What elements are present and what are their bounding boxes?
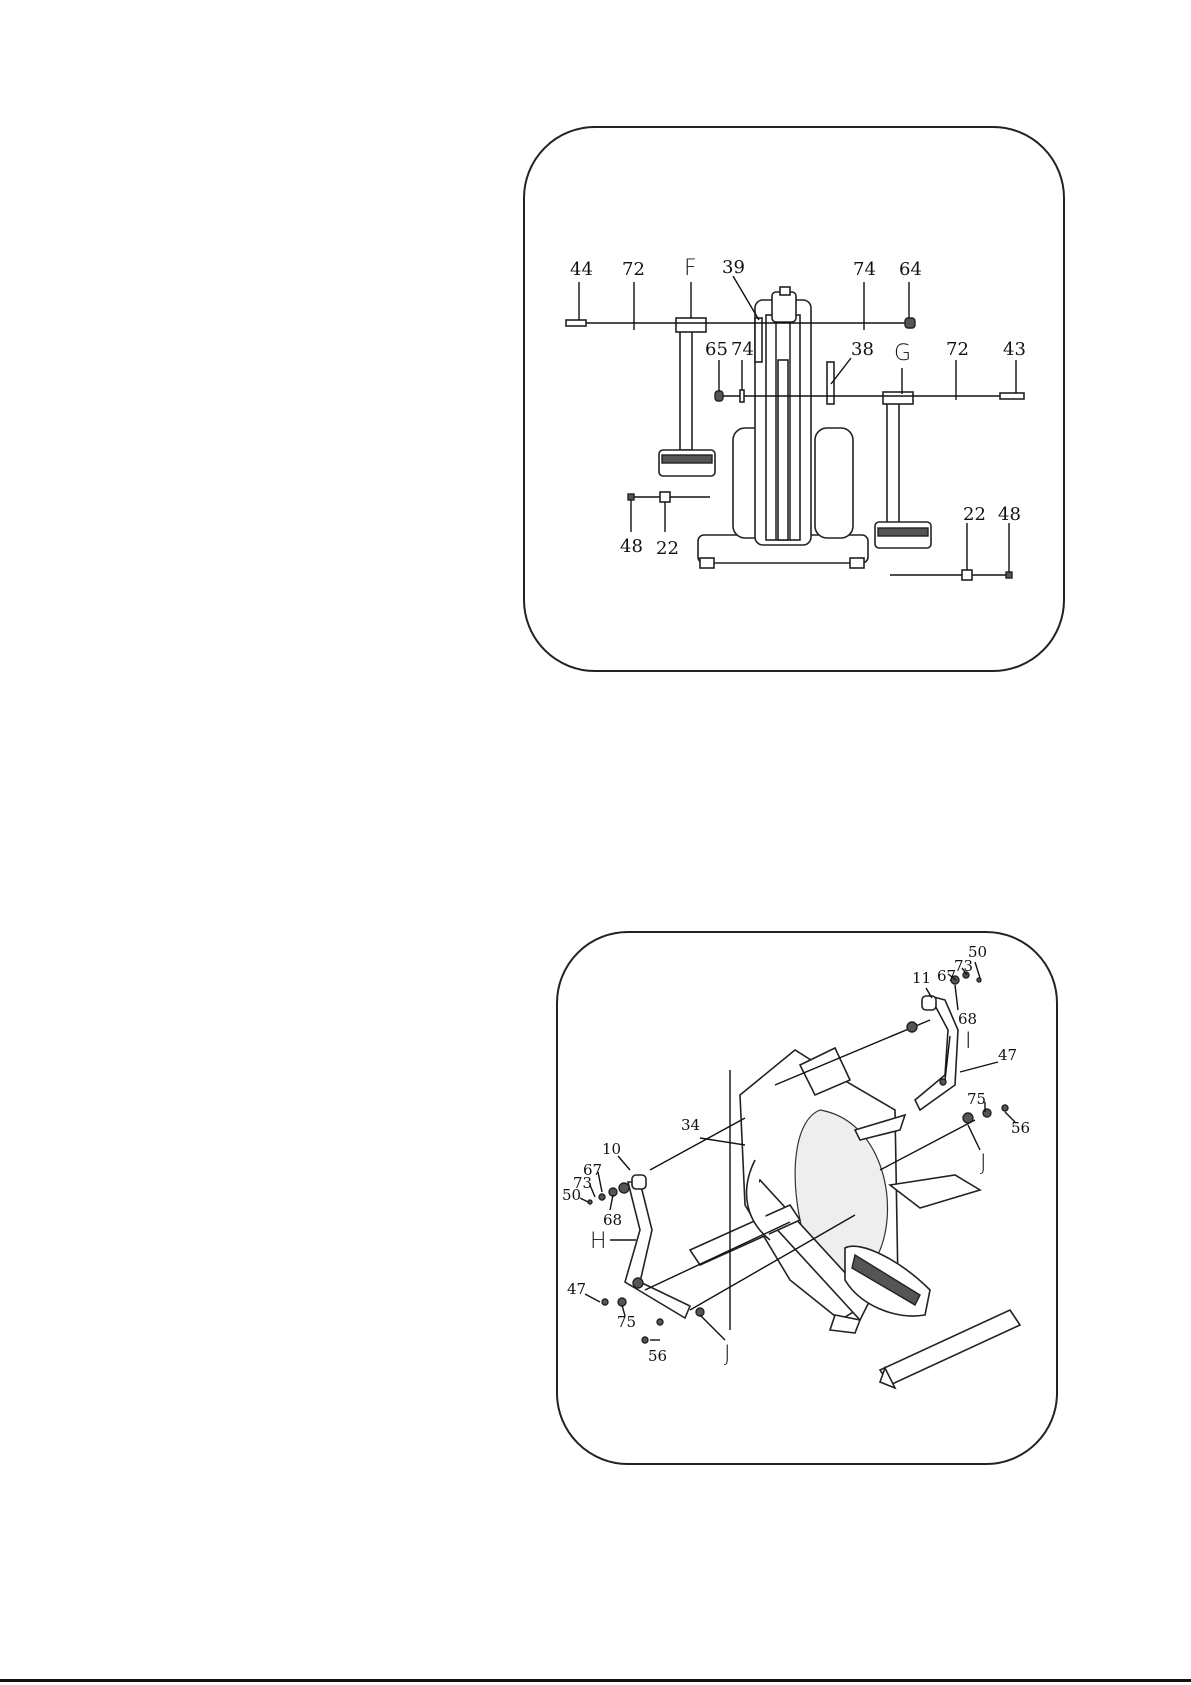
label-67-right: 67 (937, 967, 956, 985)
label-J-right: J (980, 1151, 987, 1176)
label-11: 11 (912, 969, 931, 987)
label-I: I (965, 1029, 972, 1054)
label-56-right: 56 (1011, 1119, 1030, 1137)
label-47-left: 47 (567, 1280, 586, 1298)
label-75-right: 75 (967, 1090, 986, 1108)
pivot-11 (922, 996, 936, 1010)
label-68-right: 68 (958, 1010, 977, 1028)
handle-bar-I (915, 996, 958, 1110)
handle-bar-H (625, 1182, 690, 1318)
label-10: 10 (602, 1140, 621, 1158)
label-75-left: 75 (617, 1313, 636, 1331)
label-34: 34 (681, 1116, 700, 1134)
label-H: H (590, 1229, 607, 1254)
label-73-right: 73 (954, 957, 973, 975)
label-J-left: J (724, 1342, 731, 1367)
label-50-left: 50 (562, 1186, 581, 1204)
page-bottom-rule (0, 1679, 1191, 1682)
pivot-10 (632, 1175, 646, 1189)
label-56-left: 56 (648, 1347, 667, 1365)
label-68-left: 68 (603, 1211, 622, 1229)
label-47-right: 47 (998, 1046, 1017, 1064)
